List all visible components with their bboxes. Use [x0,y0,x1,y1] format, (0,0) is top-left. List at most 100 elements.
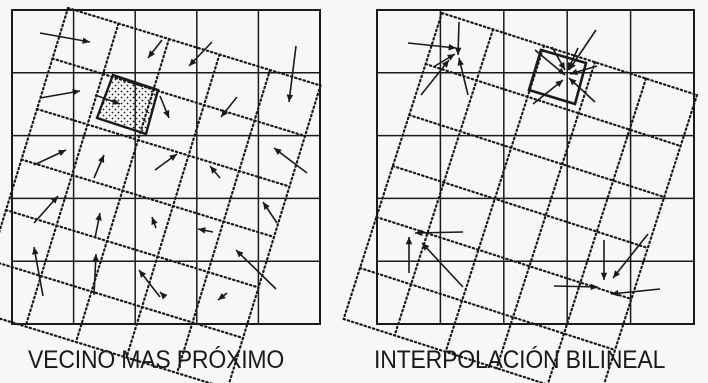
rotated-grid-line [375,215,633,301]
vector-arrow [197,227,214,234]
vector-arrow [434,53,456,67]
arrow-shaft [407,42,457,49]
rotated-grid-line [0,262,245,340]
arrow-head [151,217,158,225]
rotated-input-grid-right [342,11,699,383]
arrow-shaft [288,45,297,103]
vector-arrow [286,45,297,103]
output-grid-left [11,9,321,325]
vector-field-left [32,32,308,301]
arrow-head [611,290,619,297]
arrow-shaft [612,233,649,279]
arrow-head [457,58,464,66]
rotated-grid-line [35,107,291,188]
arrow-head [148,50,156,58]
arrow-head [50,196,58,204]
rotated-grid-line [546,77,648,383]
arrow-head [441,60,449,68]
arrow-head [569,78,577,86]
vector-arrow [159,95,170,119]
arrow-head [555,80,563,88]
rotated-grid-line [358,266,617,352]
arrow-head [163,110,170,118]
arrow-head [169,154,177,161]
vector-arrow [612,233,649,279]
vector-arrow [92,253,99,296]
vector-arrow [39,32,91,44]
vector-arrow [405,237,413,273]
arrow-head [557,67,565,75]
vector-arrow [33,195,59,224]
arrow-head [613,270,621,278]
arrow-shaft [568,29,597,71]
vector-arrow [32,246,44,297]
arrow-head [112,98,120,105]
arrow-head [139,270,147,278]
vector-arrow [39,89,81,99]
arrow-head [160,292,168,300]
vector-arrow [569,65,598,76]
grid-border [376,9,695,325]
rotated-grid-line [603,93,699,383]
arrow-head [58,150,66,157]
vector-arrow [600,240,608,280]
rotated-grid-line [0,6,70,234]
arrow-head [448,43,456,51]
arrow-head [32,247,39,255]
vector-arrow [610,288,661,297]
vector-arrow [457,57,469,96]
arrow-head [210,166,218,174]
arrow-head [568,62,574,70]
arrow-shaft [420,59,450,96]
arrow-head [415,229,423,237]
panel-bilinear [342,9,699,383]
vector-arrow [262,201,278,224]
vector-arrow [568,29,597,71]
grid-border [11,9,321,325]
vector-arrow [421,242,464,288]
vector-arrow [159,291,168,300]
caption-bilinear: INTERPOLACIÓN BILINEAL [374,346,666,374]
arrow-head [286,94,294,102]
rotated-grid-line [4,208,260,289]
vector-arrow [138,269,161,298]
arrow-head [98,155,105,163]
arrow-head [92,254,99,262]
vector-arrow [407,42,457,51]
vector-arrow [414,229,464,237]
vector-field-right [405,21,661,297]
arrow-head [95,213,102,221]
arrow-head [274,148,282,156]
arrow-head [263,202,270,210]
arrow-head [447,54,455,61]
arrow-head [72,89,80,96]
arrow-head [454,47,462,55]
arrow-head [198,227,206,234]
vector-arrow [273,147,308,174]
rotated-grid-line [66,6,322,87]
arrow-head [218,292,226,300]
output-grid-right [376,9,695,325]
rotated-grid-line [228,84,322,383]
arrow-shaft [553,285,599,288]
arrow-shaft [421,242,464,288]
rotated-grid-line [51,57,307,138]
rotated-grid-line [0,317,214,383]
vector-arrow [220,96,238,118]
vector-arrow [553,283,599,291]
rotated-grid-line [440,11,699,97]
vector-arrow [567,47,579,71]
rotated-grid-line [342,317,547,383]
vector-arrow [551,46,566,71]
arrow-head [558,62,565,70]
vector-arrow [568,77,596,103]
vector-arrow [235,249,277,290]
vector-arrow [188,41,213,67]
arrow-head [405,237,413,245]
arrow-shaft [33,246,44,297]
vector-arrow [420,59,450,96]
rotated-grid-line [391,164,649,250]
rotated-grid-line [424,62,682,148]
arrow-head [600,272,608,280]
highlighted-cell [527,48,588,106]
